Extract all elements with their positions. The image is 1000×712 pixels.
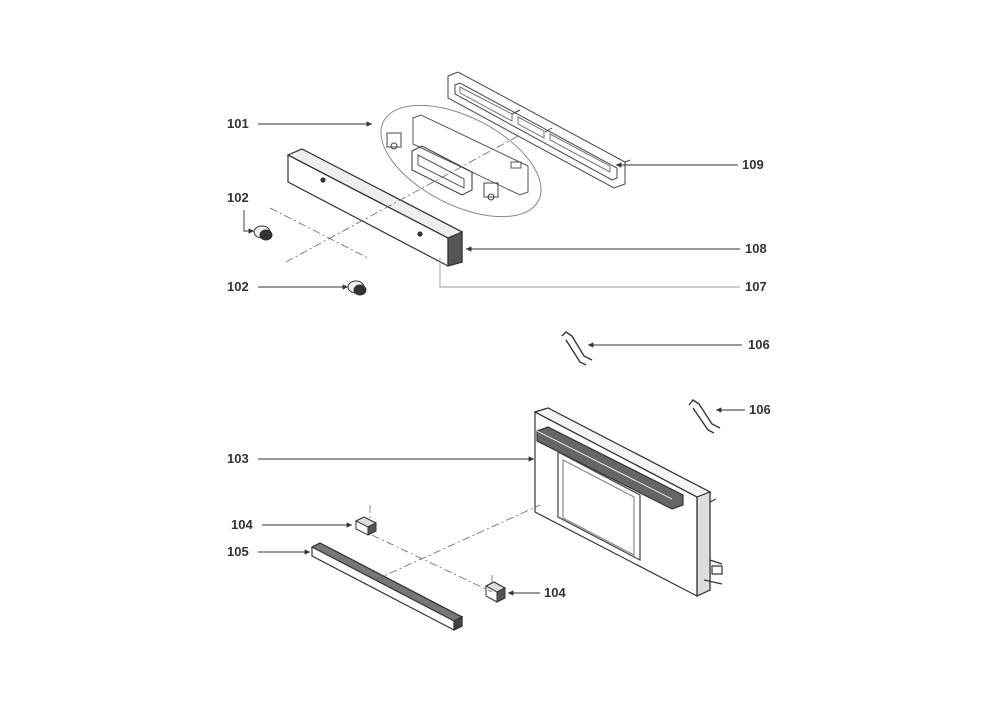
- part-109-control-panel-bracket: [448, 72, 630, 188]
- part-104-end-cap-right: [486, 582, 505, 602]
- callout-106-upper: 106: [748, 337, 770, 352]
- callout-108: 108: [745, 241, 767, 256]
- callout-102-lower: 102: [227, 279, 249, 294]
- callout-104-left: 104: [231, 517, 253, 532]
- part-107-control-panel-housing: [288, 149, 462, 266]
- callout-106-lower: 106: [749, 402, 771, 417]
- callout-102-upper: 102: [227, 190, 249, 205]
- callout-103: 103: [227, 451, 249, 466]
- callout-109: 109: [742, 157, 764, 172]
- callout-104-right: 104: [544, 585, 566, 600]
- part-106-hinge-lower: [689, 400, 720, 433]
- part-103-oven-door: [535, 408, 722, 596]
- part-106-hinge-upper: [562, 332, 592, 365]
- part-101-control-board-assembly: [364, 82, 559, 239]
- leader-lines: [244, 121, 745, 596]
- assembly-axis-lines-upper: [270, 135, 520, 262]
- part-102-knob-upper: [254, 226, 272, 240]
- part-105-door-handle: [312, 543, 462, 630]
- callout-101: 101: [227, 116, 249, 131]
- part-104-end-cap-left: [356, 517, 376, 535]
- assembly-axis-lines-lower: [370, 505, 540, 592]
- callout-107: 107: [745, 279, 767, 294]
- part-102-knob-lower: [348, 281, 366, 295]
- callout-105: 105: [227, 544, 249, 559]
